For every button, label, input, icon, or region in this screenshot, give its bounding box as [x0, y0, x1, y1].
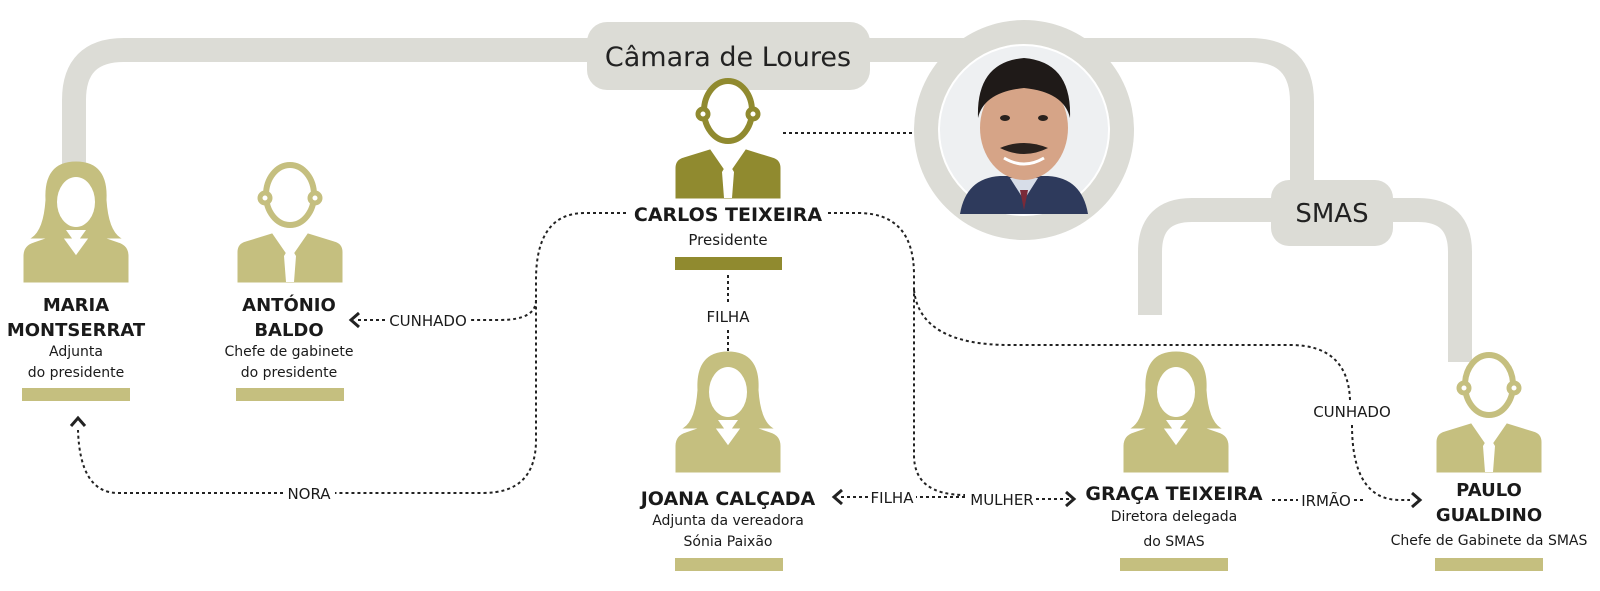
camara-label: Câmara de Loures	[605, 42, 851, 73]
arrow-graca	[1065, 490, 1077, 508]
person-role-line1: Diretora delegada	[1111, 509, 1238, 525]
arrow-joana-left	[831, 488, 843, 506]
camara-label-box	[587, 22, 870, 90]
smas-label-box	[1271, 180, 1393, 246]
person-name: CARLOS TEIXEIRA	[634, 204, 822, 226]
cunhado-paulo-line	[913, 289, 1351, 401]
person-role: Presidente	[688, 231, 767, 249]
person-role-line2: do presidente	[28, 365, 125, 381]
arrow-antonio	[348, 311, 360, 329]
person-name-line2: MONTSERRAT	[7, 320, 146, 341]
man-icon	[676, 81, 780, 198]
person-role-line1: Chefe de Gabinete da SMAS	[1391, 533, 1588, 549]
relation-cunhado-paulo: CUNHADO	[1313, 403, 1391, 421]
man-icon	[1437, 355, 1541, 472]
relation-irmao: IRMÃO	[1301, 491, 1351, 510]
person-bar	[1120, 558, 1228, 571]
relation-nora: NORA	[287, 485, 331, 503]
person-maria-montserrat: MARIA MONTSERRAT Adjunta do presidente	[7, 161, 146, 401]
relation-lines	[77, 132, 1410, 501]
person-role-line1: Adjunta da vereadora	[652, 513, 804, 529]
carlos-right-line	[828, 212, 966, 496]
relation-mulher: MULHER	[970, 491, 1033, 509]
person-bar	[22, 388, 130, 401]
person-role-line1: Adjunta	[49, 344, 103, 360]
person-role-line2: Sónia Paixão	[684, 534, 773, 550]
person-name-line1: MARIA	[43, 295, 109, 316]
woman-icon	[675, 351, 781, 473]
portrait-photo	[914, 20, 1134, 240]
person-name-line1: PAULO	[1456, 480, 1522, 501]
nora-line	[77, 429, 283, 494]
arrow-paulo	[1411, 491, 1423, 509]
person-bar	[675, 257, 782, 270]
person-joana-calcada: JOANA CALÇADA Adjunta da vereadora Sónia…	[639, 351, 816, 571]
person-role-line1: Chefe de gabinete	[224, 344, 353, 360]
relation-filha-joana: FILHA	[871, 489, 915, 507]
carlos-left-line	[335, 212, 626, 494]
person-bar	[675, 558, 783, 571]
person-role-line2: do SMAS	[1143, 534, 1204, 550]
person-name: GRAÇA TEIXEIRA	[1085, 483, 1263, 505]
person-bar	[236, 388, 344, 401]
woman-icon	[1123, 351, 1229, 473]
person-bar	[1435, 558, 1543, 571]
person-paulo-gualdino: PAULO GUALDINO Chefe de Gabinete da SMAS	[1391, 355, 1588, 571]
cunhado-antonio-line	[471, 299, 537, 321]
person-name-line1: ANTÓNIO	[242, 294, 336, 316]
arrow-maria	[69, 415, 87, 427]
woman-icon	[23, 161, 129, 283]
relation-cunhado-antonio: CUNHADO	[389, 312, 467, 330]
person-role-line2: do presidente	[241, 365, 338, 381]
smas-label: SMAS	[1295, 199, 1368, 229]
person-name-line2: GUALDINO	[1436, 505, 1542, 526]
man-icon	[238, 165, 342, 282]
person-graca-teixeira: GRAÇA TEIXEIRA Diretora delegada do SMAS	[1085, 351, 1263, 571]
person-name-line2: BALDO	[254, 320, 323, 341]
cunhado-paulo-line-b	[1351, 424, 1410, 501]
person-antonio-baldo: ANTÓNIO BALDO Chefe de gabinete do presi…	[224, 165, 354, 401]
person-carlos-teixeira: CARLOS TEIXEIRA Presidente	[634, 81, 822, 270]
person-name: JOANA CALÇADA	[639, 488, 816, 510]
relation-filha-down: FILHA	[707, 308, 751, 326]
